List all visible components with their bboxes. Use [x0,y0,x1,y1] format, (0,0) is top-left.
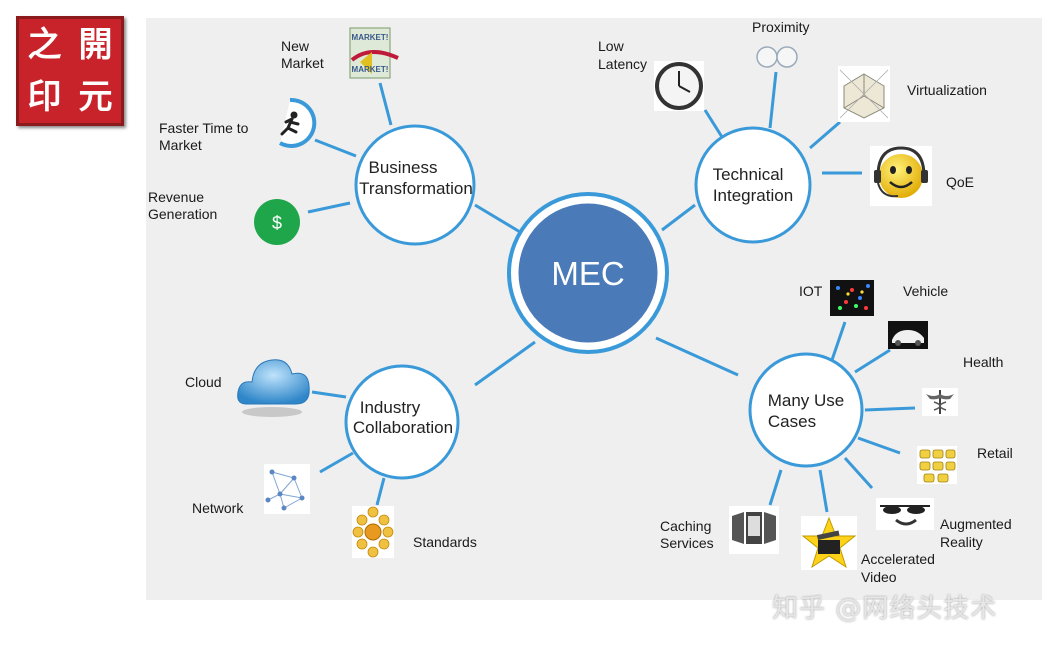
vehicle-icon [888,321,928,349]
iot-icon [830,280,874,316]
hub-label: Collaboration [353,418,453,437]
connector [830,321,847,361]
ar-glasses-icon [876,498,934,530]
hub-label: Business [369,158,438,177]
leaf-label: Vehicle [903,283,948,299]
leaf-label: Health [963,354,1003,370]
dollar-symbol: $ [272,213,282,233]
leaf-label: Latency [598,56,647,72]
connector [854,348,891,374]
hub-label: Transformation [359,179,473,198]
leaf-label: Revenue [148,189,204,205]
seal-char: 印 [27,77,62,117]
hub-label: Integration [713,186,793,205]
hub-usecases: Many Use Cases [748,352,864,468]
leaf-label: New [281,38,310,54]
connector [818,469,829,513]
connector [474,340,536,387]
center-label: MEC [551,255,624,292]
connector [375,477,386,506]
proximity-icon [756,46,798,68]
market-sign-text: MARKET! [352,33,389,42]
market-sign-text: MARKET! [352,65,389,74]
connector [307,201,351,214]
market-sign-icon: MARKET! MARKET! [349,27,399,79]
leaf-label: Reality [940,534,983,550]
retail-icon [917,446,957,484]
connector [768,71,778,129]
leaf-label: Market [159,137,202,153]
connector [661,203,696,232]
leaf-label: Market [281,55,324,71]
leaf-label: Network [192,500,244,516]
connector [311,390,347,399]
hub-industry: Industry Collaboration [344,364,460,480]
dollar-icon: $ [254,199,300,245]
leaf-label: Retail [977,445,1013,461]
hub-technical: Technical Integration [694,126,812,244]
leaf-label: Cloud [185,374,222,390]
caduceus-icon [922,388,958,416]
connector [809,120,841,150]
connector [703,109,724,138]
clock-icon [654,61,704,111]
leaf-label: Virtualization [907,82,987,98]
hub-label: Many Use [768,391,845,410]
connector [857,436,901,455]
standards-icon [352,506,394,558]
leaf-label: Low [598,38,625,54]
connector [768,469,783,506]
center-node: MEC [507,192,669,354]
connector [314,138,357,158]
seal-char: 之 [27,25,62,65]
caching-screens-icon [729,506,779,554]
leaf-label: IOT [799,283,823,299]
cloud-icon [237,359,310,417]
connector [474,203,521,234]
seal-char: 元 [78,77,113,117]
leaf-label: Video [861,569,897,585]
hub-label: Cases [768,412,816,431]
connector [843,456,874,490]
hub-label: Industry [360,398,421,417]
leaf-label: Standards [413,534,477,550]
leaf-label: Caching [660,518,711,534]
network-graph-icon [264,464,310,514]
runner-icon [279,97,317,148]
leaf-label: Proximity [752,19,810,35]
connector [864,406,916,412]
film-star-icon [801,516,857,570]
connector [378,82,393,126]
leaf-label: Faster Time to [159,120,249,136]
hub-business: Business Transformation [354,124,476,246]
leaf-label: Accelerated [861,551,935,567]
leaf-label: QoE [946,174,974,190]
connectors [307,71,916,513]
hub-label: Technical [713,165,784,184]
connector [655,336,739,377]
headset-smiley-icon [870,146,932,206]
leaf-label: Services [660,535,714,551]
leaf-label: Augmented [940,516,1012,532]
seal-logo: 之 開 印 元 [16,16,124,126]
virtualization-cube-icon [838,66,890,122]
watermark: 知乎 @网络头技术 [772,594,998,624]
seal-char: 開 [78,25,113,65]
connector [319,451,354,474]
leaf-label: Generation [148,206,217,222]
